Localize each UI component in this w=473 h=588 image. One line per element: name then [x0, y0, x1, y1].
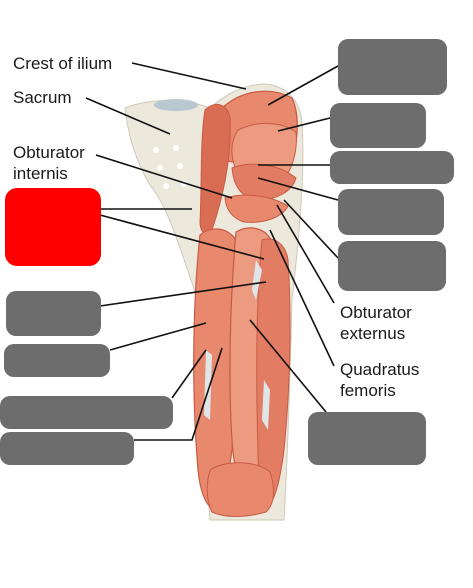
- hidden-label-box[interactable]: [308, 412, 426, 465]
- hidden-label-box[interactable]: [330, 151, 454, 184]
- leader-grey-right-2: [277, 117, 331, 132]
- leader-grey-left-4: [134, 347, 223, 441]
- thigh-muscles: [193, 227, 291, 517]
- label-obturator-internis-line2: internis: [13, 164, 68, 183]
- highlighted-label-box[interactable]: [5, 188, 101, 266]
- sacral-foramen: [163, 183, 169, 189]
- label-crest-of-ilium: Crest of ilium: [13, 54, 113, 73]
- sacral-foramen: [153, 147, 159, 153]
- hidden-label-box[interactable]: [0, 396, 173, 429]
- semimembranosus-muscle: [256, 238, 291, 505]
- hidden-label-box[interactable]: [338, 241, 446, 291]
- leader-quadratus-femoris: [269, 229, 335, 367]
- leader-red-box-2: [99, 214, 265, 260]
- leader-crest-of-ilium: [131, 62, 247, 90]
- leader-grey-right-4: [257, 177, 339, 201]
- hidden-label-box[interactable]: [338, 39, 447, 95]
- tendon: [262, 380, 270, 430]
- leader-lines: [85, 62, 339, 441]
- label-obturator-externus-line1: Obturator: [340, 303, 412, 322]
- tendon: [252, 260, 262, 300]
- leader-grey-right-6: [249, 319, 327, 413]
- leader-sacrum: [85, 97, 171, 135]
- label-obturator-externus-line2: externus: [340, 324, 406, 343]
- label-obturator-internis-line1: Obturator: [13, 143, 85, 162]
- gemellus-muscle: [224, 194, 289, 223]
- sacral-foramen: [173, 145, 179, 151]
- sacrum-cap: [154, 99, 198, 111]
- gastrocnemius-heads-muscle: [206, 462, 274, 517]
- leader-obturator-internis: [95, 154, 233, 199]
- tendon: [204, 350, 212, 420]
- leader-grey-left-1: [99, 281, 267, 307]
- label-sacrum: Sacrum: [13, 88, 72, 107]
- label-quadratus-femoris-line2: femoris: [340, 381, 396, 400]
- leader-obturator-externus: [276, 204, 335, 304]
- hidden-label-box[interactable]: [6, 291, 101, 336]
- hidden-label-box[interactable]: [0, 432, 134, 465]
- hidden-label-box[interactable]: [330, 103, 426, 148]
- sacral-foramen: [157, 165, 163, 171]
- sacral-foramen: [177, 163, 183, 169]
- hidden-label-box[interactable]: [338, 189, 444, 235]
- leader-grey-right-5: [283, 199, 339, 259]
- label-quadratus-femoris-line1: Quadratus: [340, 360, 420, 379]
- leader-grey-right-1: [267, 65, 339, 106]
- leader-grey-left-3: [171, 349, 207, 399]
- leader-grey-left-2: [109, 322, 207, 351]
- hidden-label-box[interactable]: [4, 344, 110, 377]
- gluteal-muscles: [199, 90, 298, 235]
